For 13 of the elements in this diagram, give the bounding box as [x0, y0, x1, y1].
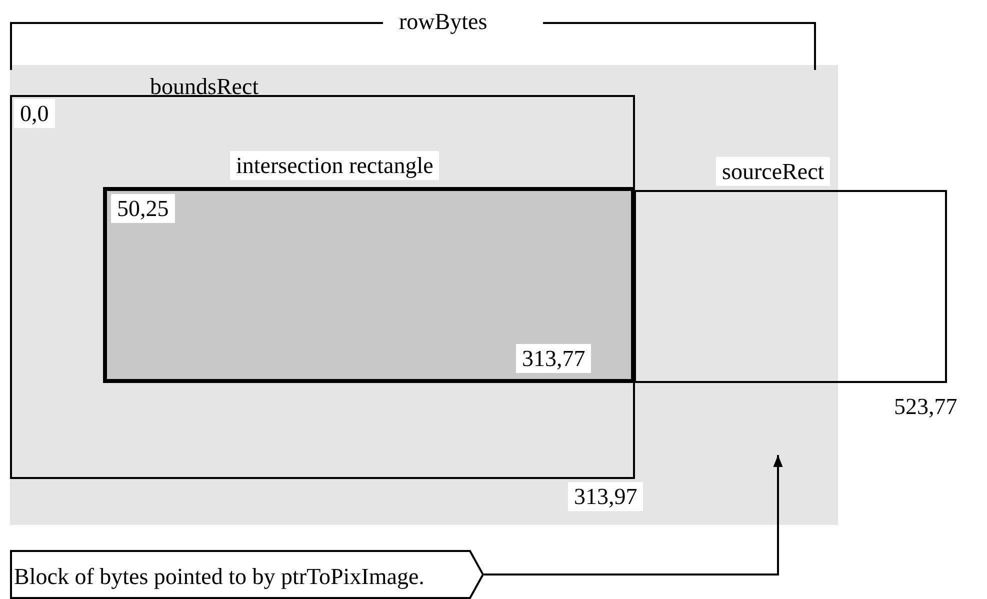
callout-text: Block of bytes pointed to by ptrToPixImage.: [13, 563, 426, 591]
coordinate-label: 313,77: [516, 344, 592, 373]
coordinate-label: 313,97: [568, 482, 644, 511]
coordinate-label: 0,0: [14, 99, 55, 128]
callout-box: [10, 550, 484, 599]
coordinate-label: 523,77: [893, 393, 958, 421]
pixel-image-block: [10, 65, 838, 525]
dimension-label: rowBytes: [398, 8, 488, 36]
rect-label: sourceRect: [716, 157, 830, 186]
rect-label: intersection rectangle: [230, 151, 440, 180]
arrow: [484, 455, 783, 576]
rect-label: boundsRect: [149, 73, 260, 101]
coordinate-label: 50,25: [111, 194, 175, 223]
